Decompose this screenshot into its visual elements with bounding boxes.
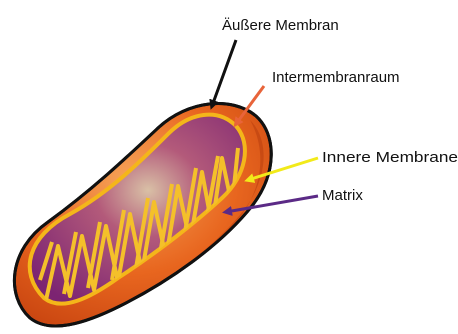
label-outer-membrane: Äußere Membran [222, 17, 339, 34]
label-intermembrane-space: Intermembranraum [272, 69, 400, 86]
label-inner-membrane: Innere Membrane [322, 149, 458, 166]
outer-membrane-arrow [212, 40, 236, 106]
label-matrix: Matrix [322, 187, 363, 204]
